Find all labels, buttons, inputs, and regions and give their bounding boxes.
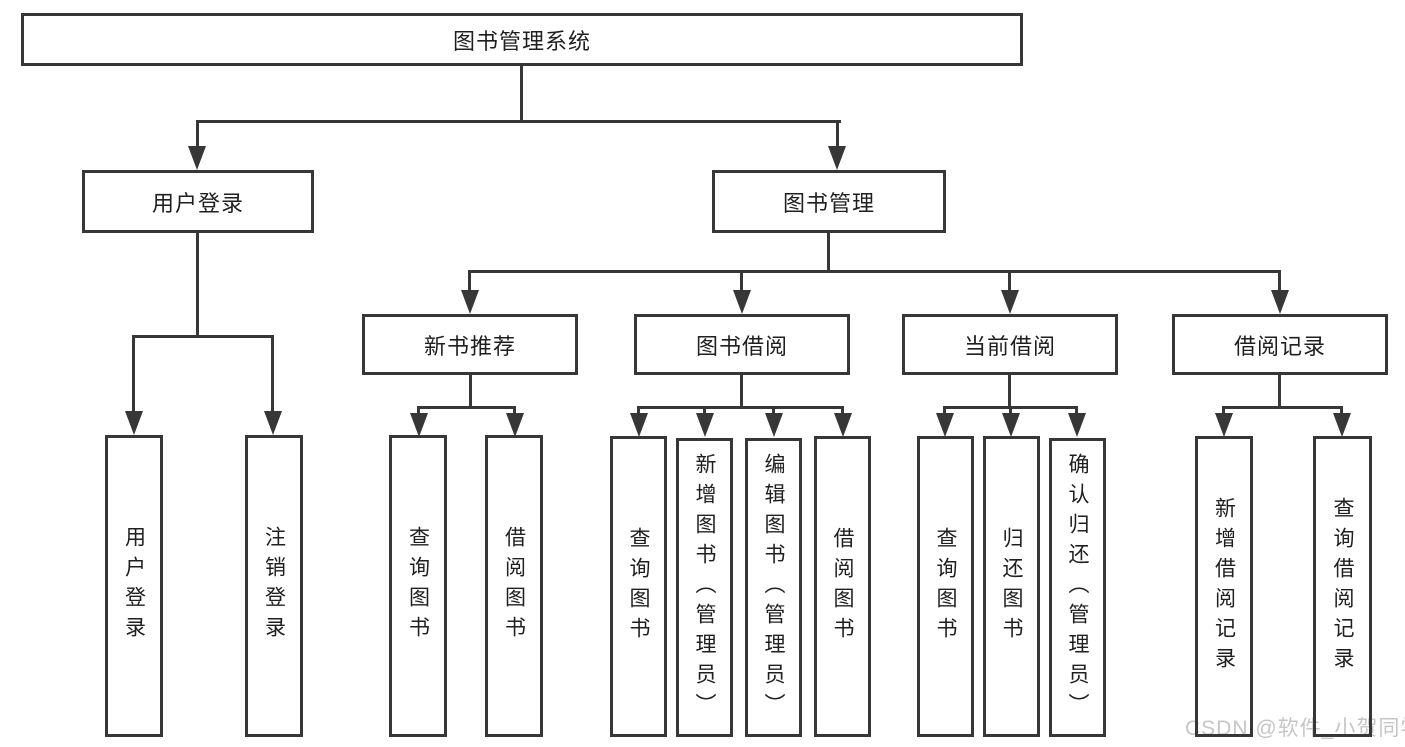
- leaf-add-borrow-record: 新增借阅记录: [1195, 436, 1253, 737]
- node-user-login: 用户登录: [82, 170, 314, 233]
- connector-drop-add-books: [703, 406, 706, 416]
- connector-root-hbar: [196, 120, 841, 123]
- arrowhead-query-record: [1333, 413, 1351, 437]
- connector-drop-leaf-logout: [271, 335, 274, 417]
- connector-book-borrowing-hbar: [637, 406, 844, 409]
- connector-drop-book-borrowing: [740, 270, 743, 294]
- arrowhead-return-books: [1002, 413, 1020, 437]
- arrowhead-borrow-books-1: [506, 413, 524, 437]
- connector-drop-edit-books: [772, 406, 775, 416]
- arrowhead-add-books: [696, 413, 714, 437]
- connector-new-book-hbar: [417, 406, 516, 409]
- connector-drop-new-book: [468, 270, 471, 294]
- arrowhead-query-books-3: [936, 413, 954, 437]
- connector-drop-confirm-return: [1075, 406, 1078, 416]
- node-new-book-recommendation: 新书推荐: [362, 314, 578, 375]
- connector-drop-leaf-login: [132, 335, 135, 417]
- node-book-borrowing: 图书借阅: [634, 314, 850, 375]
- connector-user-login-stub: [196, 233, 199, 338]
- connector-user-login-hbar: [132, 335, 274, 338]
- leaf-return-books: 归还图书: [983, 436, 1040, 737]
- leaf-confirm-return-admin: 确认归还（管理员）: [1049, 438, 1106, 737]
- connector-book-management-stub: [827, 233, 830, 273]
- leaf-user-login: 用户登录: [105, 435, 163, 737]
- connector-borrowing-records-hbar: [1222, 406, 1342, 409]
- connector-book-management-hbar: [468, 270, 1281, 273]
- leaf-query-books-borrowing: 查询图书: [610, 436, 667, 737]
- connector-drop-borrow-books-2: [841, 406, 844, 416]
- arrowhead-query-books-1: [410, 413, 428, 437]
- leaf-add-books-admin: 新增图书（管理员）: [676, 438, 733, 737]
- arrowhead-book-management: [828, 146, 846, 170]
- connector-current-borrowing-stub: [1008, 375, 1011, 409]
- arrowhead-borrow-books-2: [834, 413, 852, 437]
- arrowhead-leaf-login: [125, 411, 143, 435]
- connector-drop-query-books-3: [943, 406, 946, 416]
- arrowhead-current-borrowing: [1001, 290, 1019, 314]
- arrowhead-new-book: [461, 290, 479, 314]
- connector-drop-query-record: [1340, 406, 1343, 416]
- arrowhead-edit-books: [765, 413, 783, 437]
- connector-drop-user-login: [196, 120, 199, 152]
- node-borrowing-records: 借阅记录: [1172, 314, 1388, 375]
- connector-root-stub: [520, 65, 523, 123]
- watermark: CSDN @软件_小贺同学: [1185, 717, 1405, 740]
- connector-drop-return-books: [1009, 406, 1012, 416]
- connector-new-book-stub: [469, 375, 472, 409]
- connector-drop-current-borrowing: [1008, 270, 1011, 294]
- arrowhead-query-books-2: [630, 413, 648, 437]
- connector-drop-borrow-books-1: [513, 406, 516, 416]
- arrowhead-book-borrowing: [733, 290, 751, 314]
- arrowhead-borrowing-records: [1271, 290, 1289, 314]
- connector-drop-add-record: [1222, 406, 1225, 416]
- connector-borrowing-records-stub: [1278, 375, 1281, 409]
- arrowhead-user-login: [188, 146, 206, 170]
- connector-drop-query-books-1: [417, 406, 420, 416]
- leaf-query-books-recommend: 查询图书: [389, 435, 447, 737]
- arrowhead-leaf-logout: [264, 411, 282, 435]
- arrowhead-confirm-return: [1068, 413, 1086, 437]
- connector-drop-book-management: [836, 120, 839, 152]
- connector-drop-borrowing-records: [1278, 270, 1281, 294]
- leaf-query-borrow-record: 查询借阅记录: [1313, 436, 1372, 737]
- node-library-system: 图书管理系统: [21, 13, 1023, 66]
- leaf-borrow-books-borrowing: 借阅图书: [814, 436, 871, 737]
- leaf-logout: 注销登录: [245, 435, 303, 737]
- connector-book-borrowing-stub: [740, 375, 743, 409]
- node-book-management: 图书管理: [712, 170, 946, 233]
- node-current-borrowing: 当前借阅: [902, 314, 1118, 375]
- leaf-edit-books-admin: 编辑图书（管理员）: [745, 438, 802, 737]
- leaf-query-books-current: 查询图书: [917, 436, 974, 737]
- leaf-borrow-books-recommend: 借阅图书: [485, 435, 543, 737]
- arrowhead-add-record: [1215, 413, 1233, 437]
- connector-drop-query-books-2: [637, 406, 640, 416]
